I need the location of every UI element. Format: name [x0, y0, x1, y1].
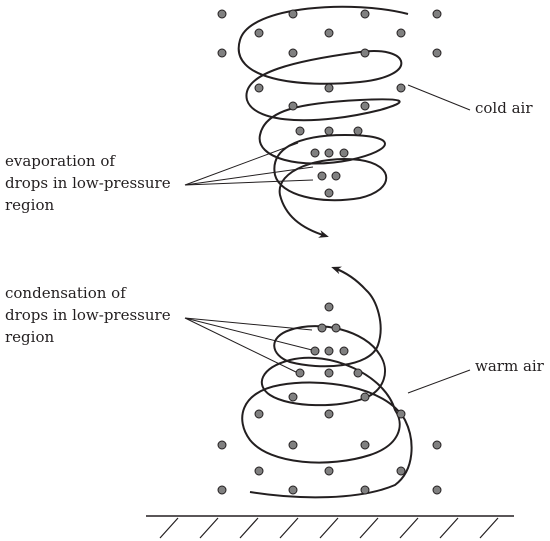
- drop: [254, 409, 264, 419]
- warm-air-pointer: [407, 369, 471, 394]
- drop: [432, 440, 442, 450]
- drop: [324, 346, 334, 356]
- drop: [324, 302, 334, 312]
- evaporation-label-line-3: region: [5, 196, 54, 214]
- drop: [432, 485, 442, 495]
- drop: [217, 48, 227, 58]
- lower-vortex: condensation of drops in low-pressure re…: [5, 266, 545, 499]
- drop: [360, 392, 370, 402]
- drop: [295, 368, 305, 378]
- hatch-mark: [159, 517, 179, 539]
- drop: [310, 148, 320, 158]
- drop: [353, 126, 363, 136]
- warm-air-label: warm air: [475, 357, 545, 375]
- drop: [324, 368, 334, 378]
- drop: [310, 346, 320, 356]
- drop: [324, 188, 334, 198]
- drop: [339, 346, 349, 356]
- drop: [295, 126, 305, 136]
- condensation-label-line-3: region: [5, 328, 54, 346]
- drop: [217, 485, 227, 495]
- lower-spiral-line: [241, 266, 413, 499]
- drop: [360, 485, 370, 495]
- hatch-mark: [319, 517, 339, 539]
- drop: [317, 323, 327, 333]
- drop: [288, 440, 298, 450]
- lower-drops: [217, 302, 442, 495]
- drop: [288, 485, 298, 495]
- drop: [360, 48, 370, 58]
- hatch-mark: [479, 517, 499, 539]
- drop: [324, 148, 334, 158]
- drop: [353, 368, 363, 378]
- drop: [396, 28, 406, 38]
- hatch-mark: [359, 517, 379, 539]
- drop: [324, 28, 334, 38]
- ground-hatching: [159, 517, 499, 539]
- condensation-label-line-2: drops in low-pressure: [5, 306, 171, 324]
- cold-air-pointer: [407, 84, 471, 111]
- ground: [146, 515, 514, 539]
- drop: [324, 466, 334, 476]
- drop: [317, 171, 327, 181]
- upper-spiral-line: [237, 5, 409, 238]
- hatch-mark: [199, 517, 219, 539]
- condensation-label-line-1: condensation of: [5, 284, 127, 302]
- cold-air-label: cold air: [475, 99, 533, 117]
- drop: [360, 101, 370, 111]
- drop: [396, 409, 406, 419]
- evaporation-pointer-2: [184, 166, 314, 186]
- condensation-pointer-3: [184, 317, 299, 374]
- drop: [288, 48, 298, 58]
- hatch-mark: [279, 517, 299, 539]
- drop: [360, 440, 370, 450]
- drop: [339, 148, 349, 158]
- drop: [324, 83, 334, 93]
- drop: [396, 83, 406, 93]
- hatch-mark: [399, 517, 419, 539]
- evaporation-label-line-1: evaporation of: [5, 152, 116, 170]
- drop: [396, 466, 406, 476]
- drop: [288, 101, 298, 111]
- drop: [324, 409, 334, 419]
- drop: [324, 126, 334, 136]
- drop: [254, 28, 264, 38]
- drop: [288, 392, 298, 402]
- drop: [254, 83, 264, 93]
- hatch-mark: [439, 517, 459, 539]
- drop: [331, 323, 341, 333]
- upper-vortex: cold air evaporation of drops in low-pre…: [5, 5, 533, 238]
- drop: [331, 171, 341, 181]
- drop: [432, 9, 442, 19]
- drop: [217, 9, 227, 19]
- evaporation-pointer-1: [184, 142, 299, 186]
- condensation-pointer-1: [184, 317, 313, 331]
- condensation-pointer-2: [184, 317, 313, 351]
- drop: [432, 48, 442, 58]
- upper-drops: [217, 9, 442, 198]
- drop: [288, 9, 298, 19]
- drop: [254, 466, 264, 476]
- hatch-mark: [239, 517, 259, 539]
- evaporation-label-line-2: drops in low-pressure: [5, 174, 171, 192]
- drop: [217, 440, 227, 450]
- drop: [360, 9, 370, 19]
- evaporation-pointer-3: [184, 179, 314, 186]
